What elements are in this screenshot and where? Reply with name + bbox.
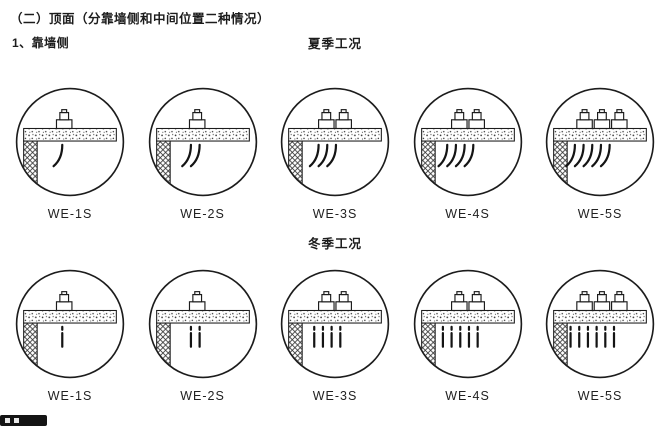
season-heading-winter: 冬季工况: [307, 237, 362, 251]
diagram-we-5s-summer: WE-5S: [538, 86, 662, 221]
diagram-we-2s-winter: WE-2S: [141, 268, 265, 403]
circle-diagram: [545, 87, 655, 197]
circle-diagram: [413, 87, 522, 197]
diagram-we-3s-winter: WE-3S: [273, 268, 397, 403]
diagram-label: WE-5S: [577, 389, 623, 403]
winter-diagram-row: WE-1S WE-2S WE-3S WE-4S WE-5S: [8, 268, 662, 403]
circle-diagram: [413, 269, 522, 379]
diagram-label: WE-5S: [577, 207, 623, 221]
page-title: （二）顶面（分靠墙侧和中间位置二种情况）: [10, 12, 271, 26]
watermark-mark-icon: [14, 418, 19, 423]
diagram-label: WE-3S: [312, 389, 358, 403]
circle-diagram: [280, 87, 390, 197]
watermark-badge: [0, 415, 47, 426]
circle-diagram: [280, 269, 390, 379]
diagram-label: WE-4S: [445, 207, 490, 221]
subsection-label: 1、靠墙侧: [12, 36, 70, 50]
circle-diagram: [148, 269, 257, 379]
circle-diagram: [15, 269, 125, 379]
diagram-label: WE-2S: [180, 389, 225, 403]
diagram-we-4s-winter: WE-4S: [406, 268, 530, 403]
diagram-label: WE-1S: [47, 389, 93, 403]
summer-diagram-row: WE-1S WE-2S WE-3S WE-4S WE-5S: [8, 86, 662, 221]
diagram-label: WE-2S: [180, 207, 225, 221]
diagram-we-4s-summer: WE-4S: [406, 86, 530, 221]
diagram-we-1s-summer: WE-1S: [8, 86, 132, 221]
watermark-mark-icon: [5, 418, 10, 423]
circle-diagram: [148, 87, 257, 197]
diagram-label: WE-3S: [312, 207, 358, 221]
diagram-we-2s-summer: WE-2S: [141, 86, 265, 221]
diagram-we-3s-summer: WE-3S: [273, 86, 397, 221]
circle-diagram: [545, 269, 655, 379]
circle-diagram: [15, 87, 125, 197]
diagram-we-5s-winter: WE-5S: [538, 268, 662, 403]
diagram-label: WE-1S: [47, 207, 93, 221]
season-heading-summer: 夏季工况: [307, 37, 362, 51]
diagram-we-1s-winter: WE-1S: [8, 268, 132, 403]
diagram-label: WE-4S: [445, 389, 490, 403]
